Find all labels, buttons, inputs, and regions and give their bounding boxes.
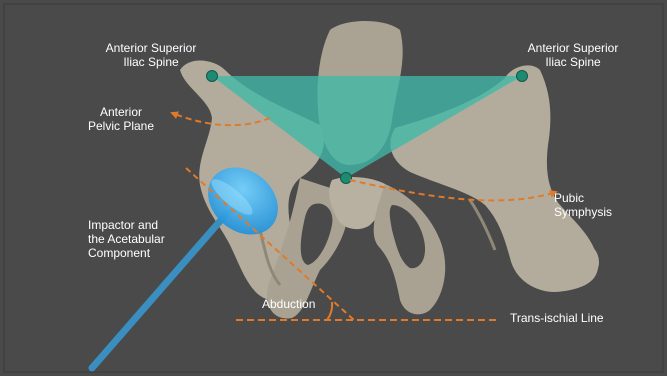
abduction-label: Abduction <box>262 297 342 311</box>
asis-right-label: Anterior Superior Iliac Spine <box>508 41 638 69</box>
anterior-pelvic-plane-label: Anterior Pelvic Plane <box>66 105 176 133</box>
asis-left-label: Anterior Superior Iliac Spine <box>86 41 216 69</box>
pubic-symphysis-label: Pubic Symphysis <box>554 191 634 219</box>
impactor-label: Impactor and the Acetabular Component <box>88 218 192 260</box>
asis-left-landmark <box>207 71 218 82</box>
right-ischial-tuberosity <box>531 236 599 288</box>
trans-ischial-line-label: Trans-ischial Line <box>510 311 640 325</box>
pubic-symphysis-landmark <box>341 173 352 184</box>
asis-right-landmark <box>517 71 528 82</box>
